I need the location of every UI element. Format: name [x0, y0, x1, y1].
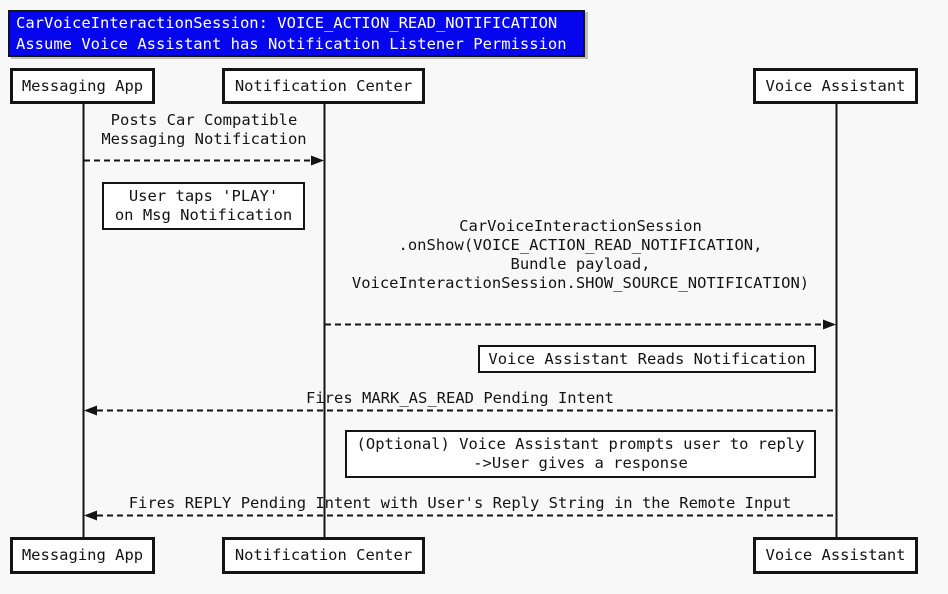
participant-notification-center-top: Notification Center	[222, 68, 425, 104]
participant-label: Notification Center	[234, 546, 413, 564]
participant-voice-assistant-bottom: Voice Assistant	[753, 537, 918, 574]
message-reply: Fires REPLY Pending Intent with User's R…	[128, 494, 792, 512]
note-user-taps-play: User taps 'PLAY' on Msg Notification	[102, 182, 305, 230]
participant-messaging-app-top: Messaging App	[10, 68, 155, 104]
title-line-1: CarVoiceInteractionSession: VOICE_ACTION…	[16, 13, 558, 32]
arrowhead-right-icon	[311, 155, 324, 166]
message-mark-as-read: Fires MARK_AS_READ Pending Intent	[306, 389, 614, 407]
note-optional-prompt: (Optional) Voice Assistant prompts user …	[345, 430, 816, 478]
diagram-title: CarVoiceInteractionSession: VOICE_ACTION…	[8, 10, 585, 57]
participant-label: Messaging App	[21, 76, 144, 95]
participant-messaging-app-bottom: Messaging App	[10, 537, 155, 574]
participant-voice-assistant-top: Voice Assistant	[753, 68, 918, 104]
note-reads-notification: Voice Assistant Reads Notification	[478, 345, 816, 373]
message-on-show: CarVoiceInteractionSession .onShow(VOICE…	[351, 217, 810, 292]
arrowhead-right-icon	[823, 319, 836, 330]
message-posts-notification: Posts Car Compatible Messaging Notificat…	[101, 111, 307, 148]
participant-label: Notification Center	[234, 76, 413, 95]
participant-label: Voice Assistant	[765, 546, 906, 564]
participant-label: Messaging App	[21, 546, 144, 564]
participant-label: Voice Assistant	[765, 76, 906, 95]
title-line-2: Assume Voice Assistant has Notification …	[16, 34, 567, 53]
participant-notification-center-bottom: Notification Center	[222, 537, 425, 574]
